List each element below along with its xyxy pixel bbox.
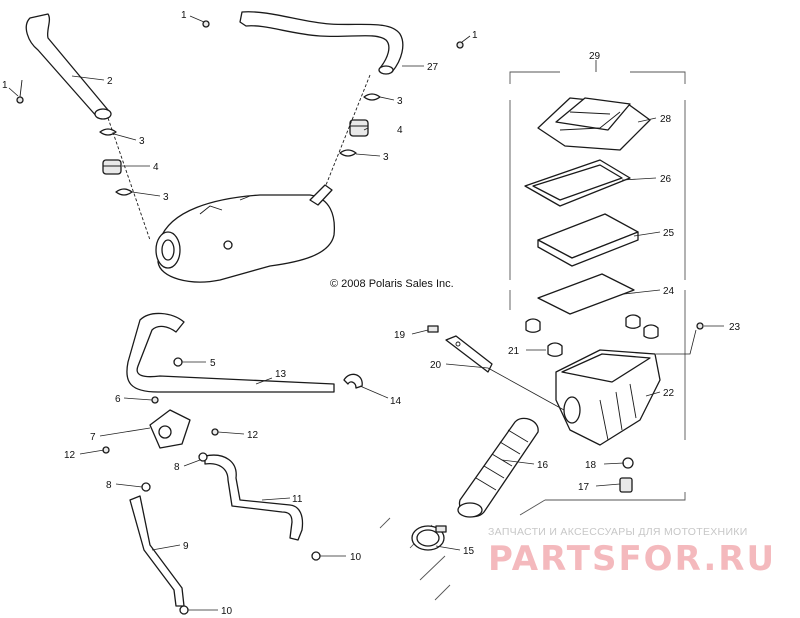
callout-11: 11 (292, 494, 303, 505)
callout-21: 21 (508, 346, 520, 357)
callout-8-right: 8 (174, 462, 180, 473)
bolt-1-left (16, 79, 24, 104)
clamp-3-d (339, 149, 357, 157)
watermark-tagline: ЗАПЧАСТИ И АКСЕССУАРЫ ДЛЯ МОТОТЕХНИКИ (488, 526, 748, 538)
callout-26: 26 (660, 174, 672, 185)
coupler-4-a (102, 159, 122, 175)
callout-5: 5 (210, 358, 216, 369)
callout-1-top: 1 (181, 10, 187, 21)
callout-3-b: 3 (163, 192, 169, 203)
airbox-base-22 (555, 349, 661, 446)
callout-2: 2 (107, 76, 113, 87)
callout-6: 6 (115, 394, 121, 405)
silencer-canister (155, 184, 336, 283)
callout-3-a: 3 (139, 136, 145, 147)
callout-17: 17 (578, 482, 590, 493)
clip-10-right (311, 551, 321, 561)
filter-25 (537, 213, 639, 267)
plug-17 (619, 477, 633, 493)
callout-27: 27 (427, 62, 439, 73)
callout-labels: 1 1 1 2 3 4 3 27 3 4 3 29 28 26 25 24 23… (2, 10, 741, 617)
bracket-20 (445, 335, 493, 373)
callout-8-left: 8 (106, 480, 112, 491)
clamp-3-a (99, 128, 117, 136)
callout-18: 18 (585, 460, 597, 471)
callout-4-a: 4 (153, 162, 159, 173)
callout-1-left: 1 (2, 80, 8, 91)
clamp-3-c (363, 93, 381, 101)
callout-20: 20 (430, 360, 442, 371)
callout-4-b: 4 (397, 125, 403, 136)
hose-9 (129, 495, 185, 607)
copyright-notice: © 2008 Polaris Sales Inc. (330, 278, 454, 290)
callout-3-d: 3 (383, 152, 389, 163)
bolt-1-right (456, 41, 464, 49)
clip-8-left (141, 482, 151, 492)
assembly-bracket-29 (379, 71, 686, 601)
clip-8-right (198, 452, 208, 462)
clip-5 (173, 357, 183, 367)
callout-3-c: 3 (397, 96, 403, 107)
clamp-15 (411, 525, 447, 551)
bolt-1-top (202, 20, 210, 28)
clip-10-bottom (179, 605, 189, 615)
callout-12-right: 12 (247, 430, 259, 441)
callout-15: 15 (463, 546, 475, 557)
watermark-logo: PARTSFOR.RU (488, 539, 776, 579)
bolt-12-right (211, 428, 219, 436)
gasket-26 (524, 159, 631, 207)
callout-10-right: 10 (350, 552, 362, 563)
leader-lines (8, 15, 724, 611)
clip-18 (622, 457, 634, 469)
callout-19: 19 (394, 330, 406, 341)
tube-2 (25, 13, 112, 120)
clips-21 (525, 314, 659, 357)
bolt-23 (696, 322, 704, 330)
clamp-3-b (115, 188, 133, 196)
coupler-4-b (349, 119, 369, 137)
callout-14: 14 (390, 396, 402, 407)
callout-9: 9 (183, 541, 189, 552)
callout-13: 13 (275, 369, 287, 380)
bolt-19 (427, 325, 439, 333)
callout-23: 23 (729, 322, 741, 333)
callout-22: 22 (663, 388, 675, 399)
screen-24 (537, 273, 635, 315)
airbox-cover-28 (537, 97, 651, 151)
callout-29: 29 (589, 51, 601, 62)
hose-13 (126, 312, 335, 393)
callout-10-bottom: 10 (221, 606, 233, 617)
hose-11 (204, 454, 304, 541)
callout-12-left: 12 (64, 450, 76, 461)
watermark: ЗАПЧАСТИ И АКСЕССУАРЫ ДЛЯ МОТОТЕХНИКИ PA… (488, 526, 776, 579)
callout-24: 24 (663, 286, 675, 297)
callout-7: 7 (90, 432, 96, 443)
callout-28: 28 (660, 114, 672, 125)
callout-25: 25 (663, 228, 675, 239)
callout-16: 16 (537, 460, 549, 471)
fitting-6 (151, 396, 159, 404)
callout-1-right: 1 (472, 30, 478, 41)
duct-16 (457, 417, 539, 518)
valve-7 (149, 409, 191, 449)
tube-27 (239, 11, 404, 75)
clip-14 (343, 373, 363, 389)
